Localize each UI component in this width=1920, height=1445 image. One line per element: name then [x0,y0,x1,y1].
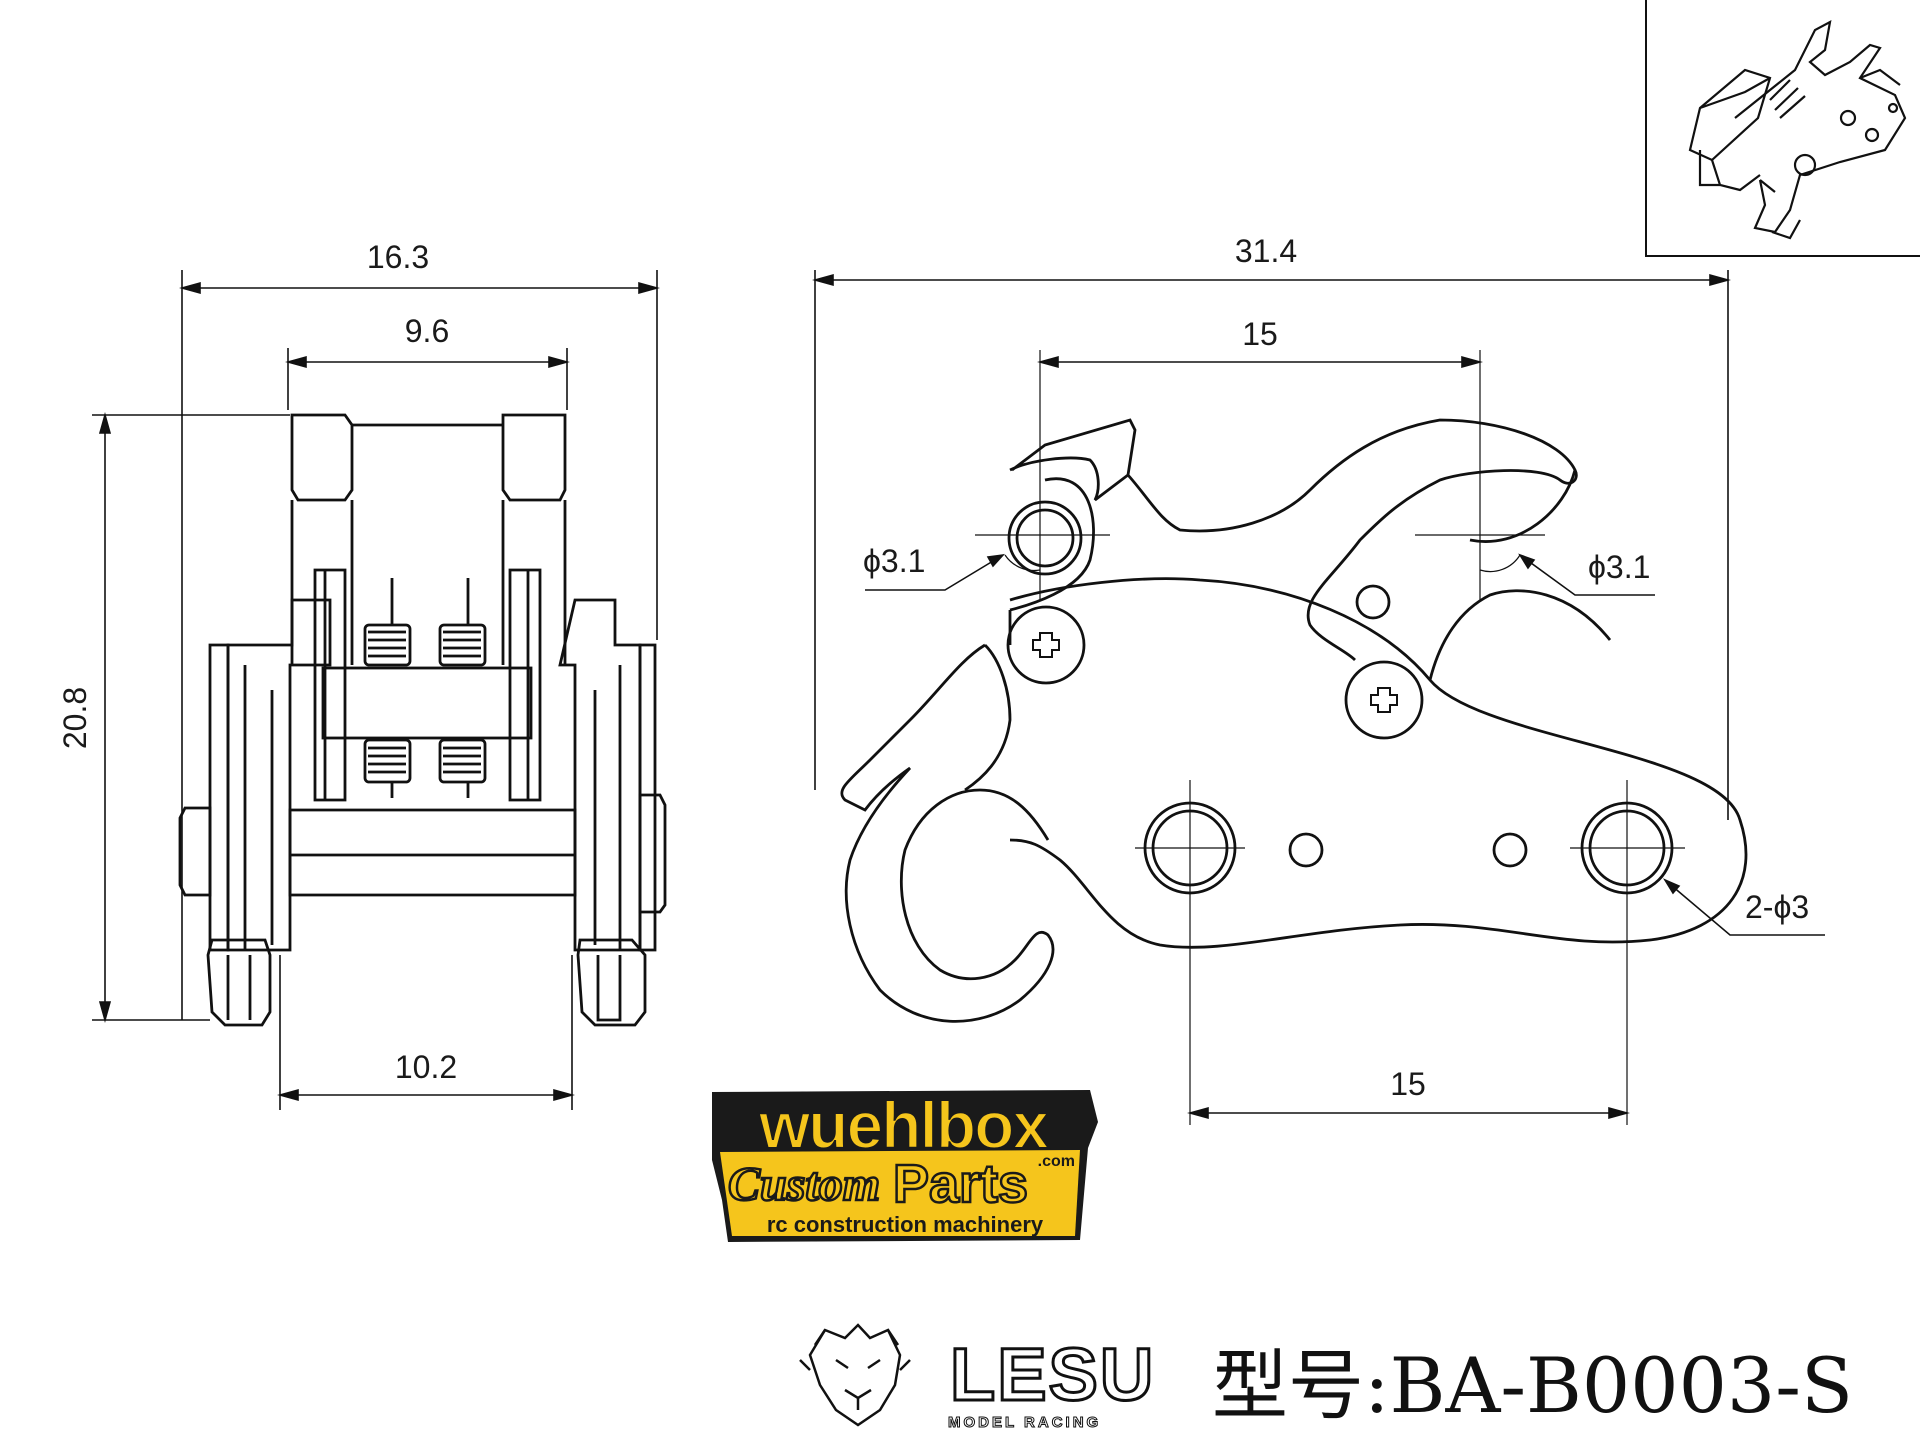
dim-15-bottom: 15 [1390,1066,1426,1102]
lesu-branding: LESU MODEL RACING 型号:BA-B0003-S [799,1323,1853,1432]
lesu-wordmark: LESU [950,1333,1155,1416]
logo-wuehlbox-text: wuehlbox [758,1088,1050,1162]
model-number: 型号:BA-B0003-S [1212,1341,1853,1430]
dim-line-20-8 [92,412,290,1023]
dim-phi-right: ϕ3.1 [1588,549,1650,585]
lesu-subtitle: MODEL RACING [948,1414,1101,1431]
logo-custom-text: Custom [728,1158,880,1211]
lion-emblem [799,1323,911,1427]
dim-9-6: 9.6 [405,313,449,349]
logo-com-text: .com [1038,1153,1075,1170]
dim-10-2: 10.2 [395,1049,457,1085]
dim-line-10-2 [277,955,575,1110]
logo-yellow-panel [720,1150,1080,1236]
front-view-body [840,418,1748,1023]
side-view-body [178,413,667,1027]
leader-phi-right [1518,553,1655,596]
logo-tagline-text: rc construction machinery [767,1212,1044,1237]
dim-31-4: 31.4 [1235,233,1297,269]
isometric-inset [1645,0,1920,257]
dim-line-15-bottom [1187,1106,1630,1120]
dim-line-15-top [1037,355,1483,369]
dim-phi-left: ϕ3.1 [863,543,925,579]
dim-15-top: 15 [1242,316,1278,352]
dim-line-31-4 [812,270,1731,820]
dim-16-3: 16.3 [367,239,429,275]
dim-line-9-6 [285,348,570,410]
dim-2-phi3: 2-ϕ3 [1745,889,1809,925]
front-view: 31.4 15 15 ϕ3.1 ϕ3.1 2-ϕ3 [812,233,1825,1125]
iso-hitch-sketch [1688,19,1907,240]
wuehlbox-logo: wuehlbox .com Custom Parts rc constructi… [712,1087,1098,1242]
side-view: 16.3 9.6 20.8 10.2 [57,239,667,1110]
dim-20-8: 20.8 [57,687,93,749]
leader-phi-left [865,553,1006,591]
leader-2-phi3 [1662,878,1825,936]
center-lines [975,350,1685,1125]
logo-parts-text: Parts [893,1154,1028,1214]
dim-line-16-3 [179,270,660,1020]
